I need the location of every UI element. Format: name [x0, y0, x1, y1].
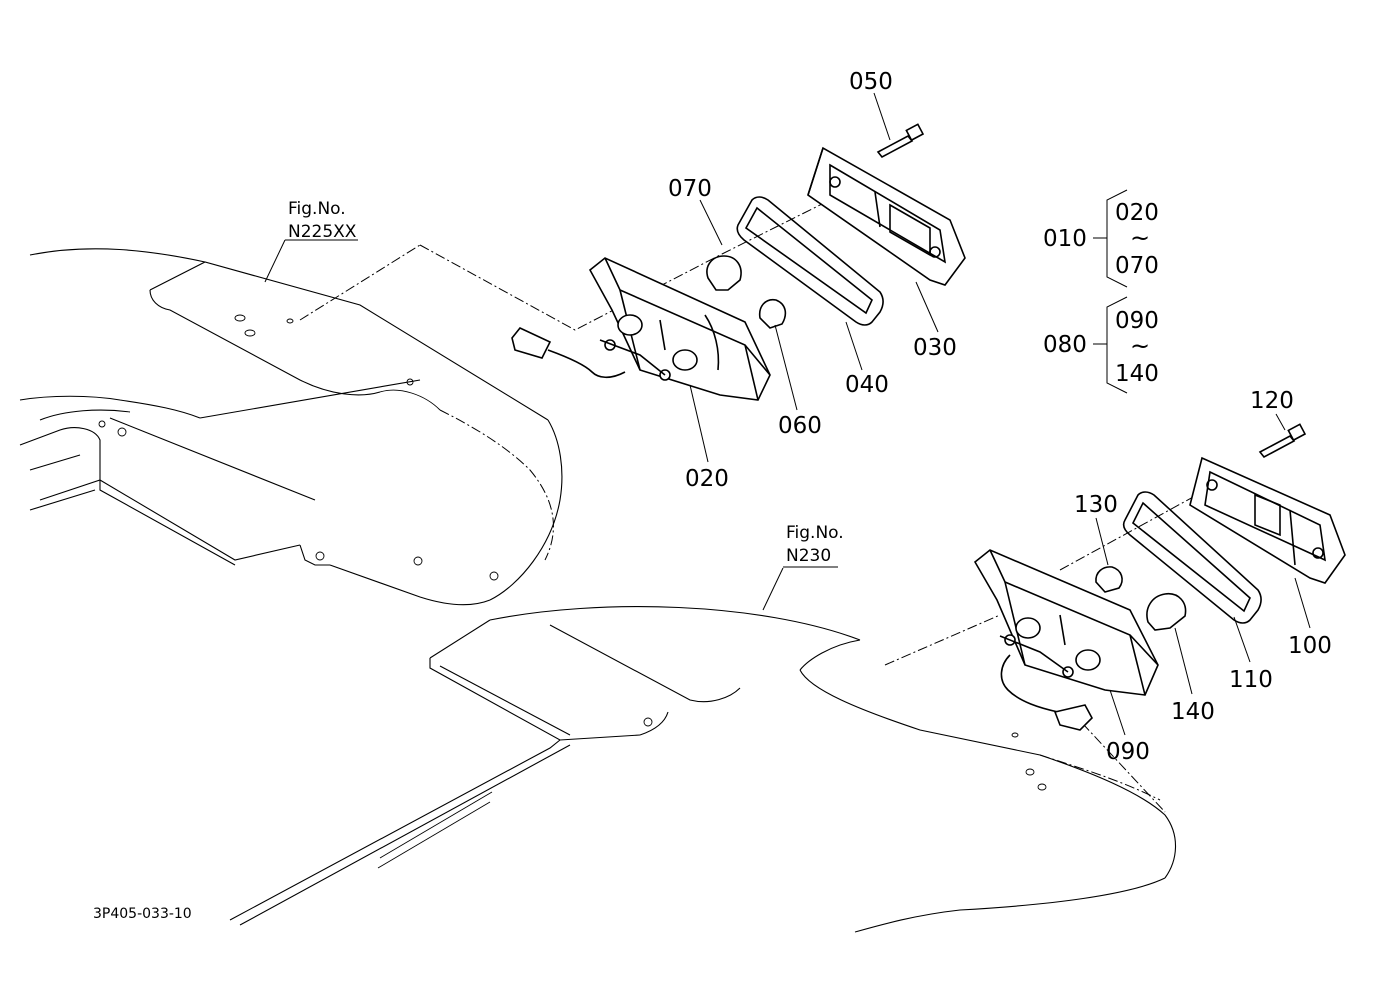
gasket-040 — [736, 196, 884, 326]
screw-050 — [876, 123, 925, 159]
group-010-range-from: 020 — [1115, 200, 1159, 226]
fig-ref-prefix: Fig.No. — [786, 523, 844, 543]
drawing-code: 3P405-033-10 — [93, 906, 192, 922]
callout-140[interactable]: 140 — [1171, 699, 1215, 725]
group-080-separator: ~ — [1130, 332, 1150, 360]
screw-120 — [1258, 423, 1307, 459]
bulb-070 — [706, 255, 742, 291]
callout-010[interactable]: 010 — [1043, 226, 1087, 252]
fig-ref-n225xx[interactable]: Fig.No. N225XX — [285, 199, 358, 242]
bulb-130 — [1095, 566, 1123, 593]
callout-090[interactable]: 090 — [1106, 739, 1150, 765]
callout-130[interactable]: 130 — [1074, 492, 1118, 518]
callout-080[interactable]: 080 — [1043, 332, 1087, 358]
lamp-cover-030 — [807, 146, 966, 286]
assembly-brackets — [1093, 189, 1128, 394]
fig-ref-number: N230 — [786, 546, 831, 566]
connector-wire-lower — [1000, 654, 1093, 731]
callout-110[interactable]: 110 — [1229, 667, 1273, 693]
callout-020[interactable]: 020 — [685, 466, 729, 492]
group-080-range-to: 140 — [1115, 361, 1159, 387]
upper-lamp-assembly — [511, 123, 966, 401]
lamp-cover-100 — [1189, 456, 1346, 584]
callout-100[interactable]: 100 — [1288, 633, 1332, 659]
lower-lamp-assembly — [973, 423, 1346, 731]
callout-070[interactable]: 070 — [668, 176, 712, 202]
lamp-body-020 — [588, 257, 771, 401]
callout-060[interactable]: 060 — [778, 413, 822, 439]
group-010-range-to: 070 — [1115, 253, 1159, 279]
callout-030[interactable]: 030 — [913, 335, 957, 361]
part-leader-lines — [264, 92, 1311, 736]
group-080-range-from: 090 — [1115, 308, 1159, 334]
callout-050[interactable]: 050 — [849, 69, 893, 95]
callout-040[interactable]: 040 — [845, 372, 889, 398]
gasket-110 — [1122, 491, 1262, 624]
upper-fender-outline — [19, 248, 563, 606]
fig-ref-prefix: Fig.No. — [288, 199, 346, 219]
bulb-140 — [1146, 592, 1187, 631]
lower-fender-outline — [229, 606, 1177, 933]
fig-ref-number: N225XX — [288, 222, 357, 242]
callout-120[interactable]: 120 — [1250, 388, 1294, 414]
lamp-body-090 — [973, 549, 1159, 696]
connector-wire-upper — [511, 327, 626, 379]
fig-ref-n230[interactable]: Fig.No. N230 — [783, 523, 844, 568]
group-010-separator: ~ — [1130, 224, 1150, 252]
bulb-060 — [758, 298, 787, 329]
part-callouts: 050 070 030 040 060 020 120 130 100 110 … — [668, 69, 1332, 765]
